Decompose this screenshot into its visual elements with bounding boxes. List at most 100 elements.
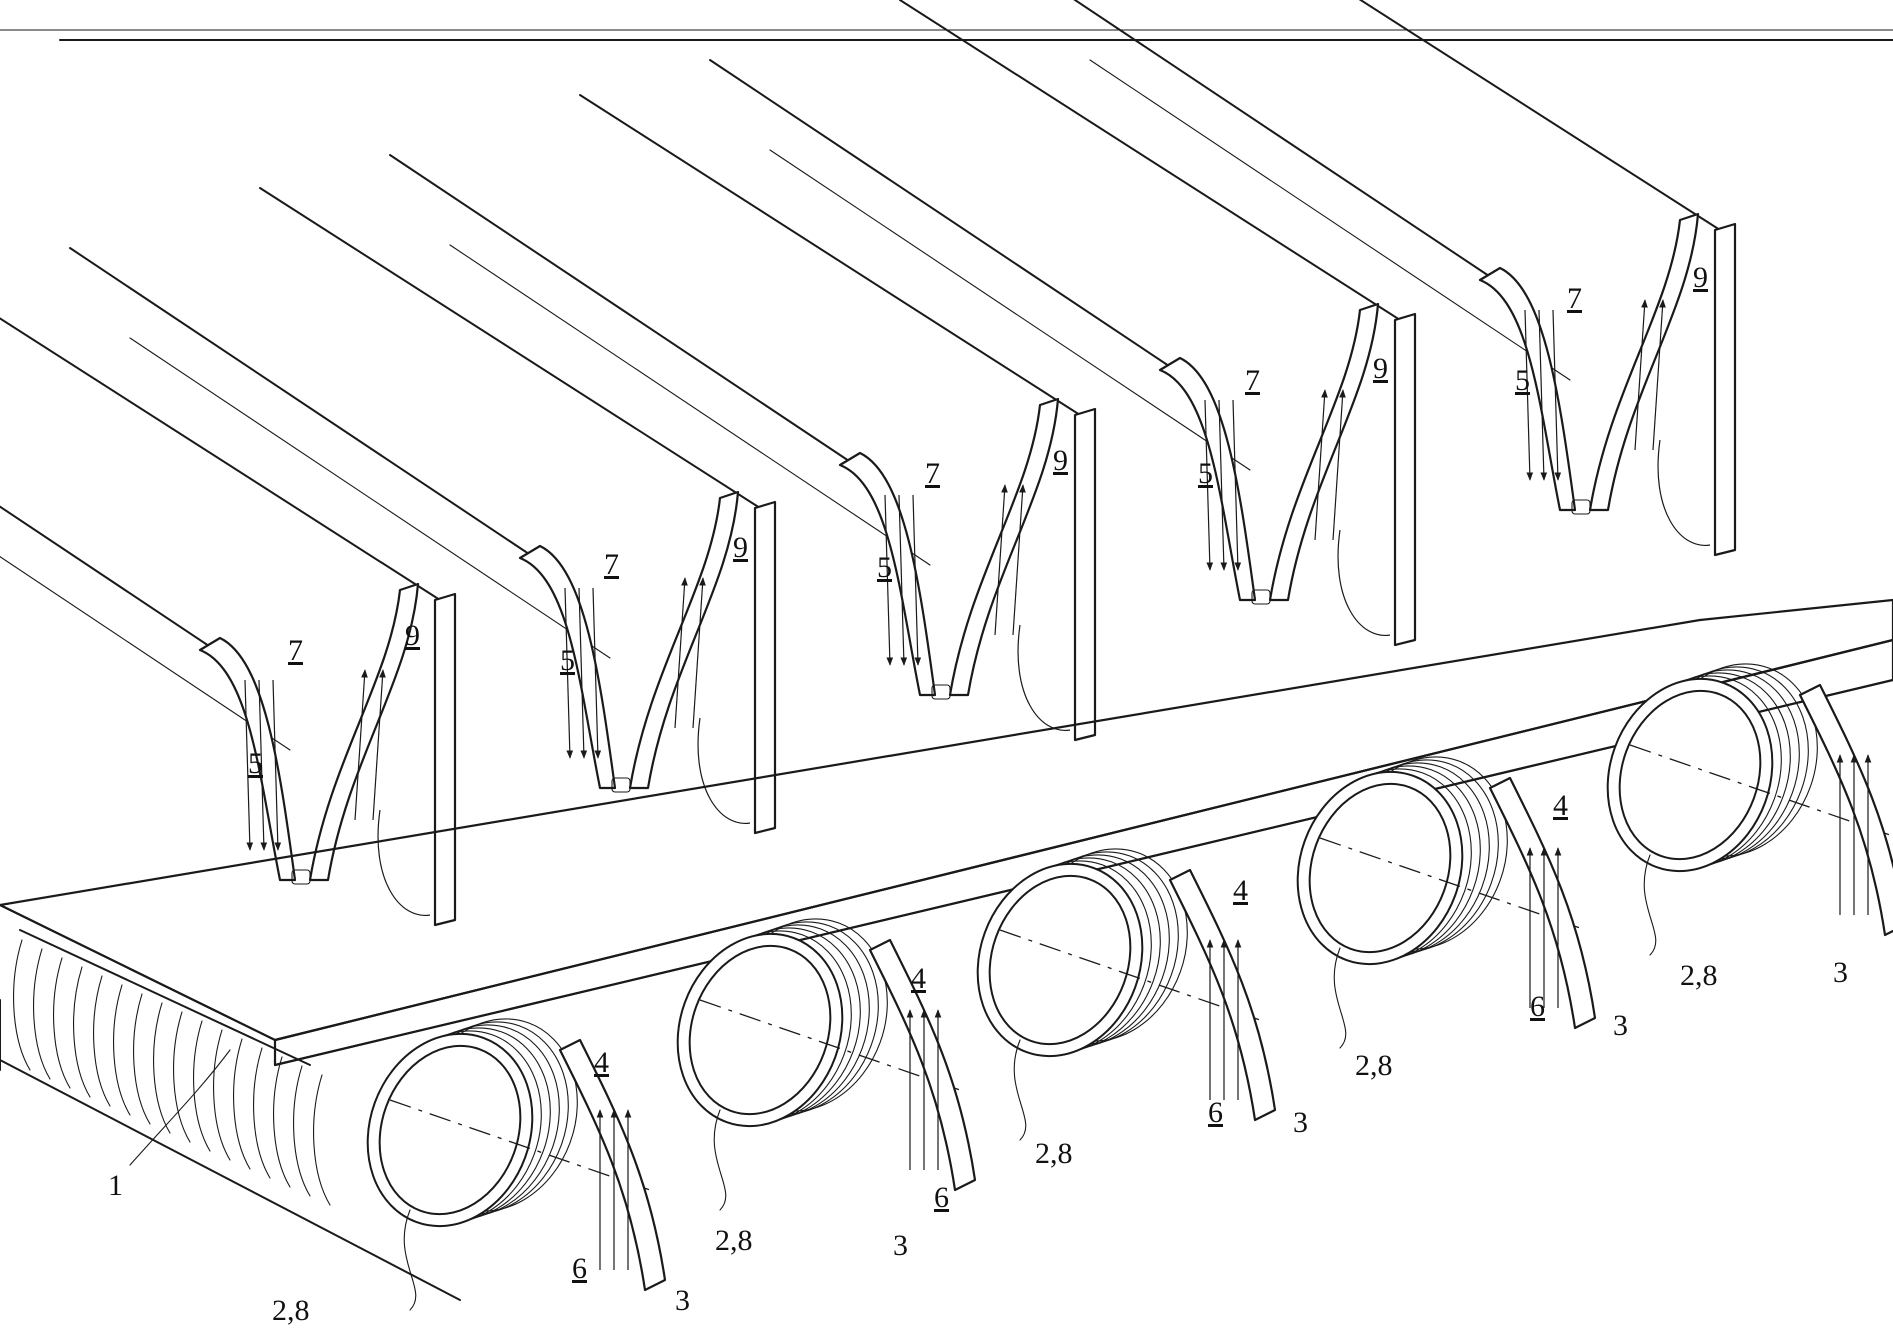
vertical-plate [433, 592, 457, 927]
fin-edge-right [0, 317, 441, 601]
fin-edge-inner [0, 556, 291, 751]
flow-loop [1337, 529, 1391, 636]
label-fin-lower-c: 3 [1293, 1106, 1308, 1139]
tube-4 [1296, 756, 1597, 1049]
label-base-tube: 1 [108, 1169, 123, 1202]
tube-outer-ring [676, 932, 844, 1128]
inflow-arrow [1524, 309, 1534, 481]
label-fin-upper-e: 5 [1515, 364, 1530, 397]
fin-five [518, 544, 617, 790]
label-tube-coil-d: 2,8 [1355, 1049, 1393, 1082]
tube-inner-ring [1308, 782, 1452, 954]
fin-pair-1 [0, 317, 457, 927]
fin-edge-inner [449, 244, 931, 566]
outlet-slot [291, 869, 311, 885]
label-channel-lower-b: 4 [911, 962, 926, 995]
fin-nine [628, 490, 740, 790]
outlet-slot [1251, 589, 1271, 605]
inflow-arrow [564, 587, 574, 759]
fin-pair-5 [1073, 0, 1737, 557]
label-outflow-b: 9 [733, 531, 748, 564]
inflow-arrow [898, 494, 908, 666]
fin-edge-inner [769, 149, 1251, 471]
upper-plates-background [0, 29, 1893, 41]
label-outflow-c: 9 [1053, 444, 1068, 477]
outlet-slot [931, 684, 951, 700]
tube-outer-ring [1606, 677, 1774, 873]
label-channel-lower-d: 4 [1553, 789, 1568, 822]
tube-1 [366, 1018, 667, 1311]
inflow-arrow [272, 679, 282, 851]
leader-line [1643, 854, 1657, 956]
label-channel-d: 6 [1530, 990, 1545, 1023]
lower-fin [1168, 868, 1277, 1122]
leader-line [1333, 947, 1347, 1049]
lower-tube-array [366, 663, 1893, 1311]
tube-axis [699, 999, 961, 1091]
label-fin-upper-d: 5 [1198, 457, 1213, 490]
inflow-arrow [1552, 309, 1562, 481]
fin-five [1158, 356, 1257, 602]
tube-axis [1629, 744, 1891, 836]
label-tube-coil-c: 2,8 [1035, 1137, 1073, 1170]
tube-ring [93, 975, 111, 1107]
fin-edge-right [259, 187, 761, 509]
tube-ring [213, 1029, 231, 1161]
vertical-plate [1713, 222, 1737, 557]
label-tube-coil-a: 2,8 [272, 1294, 310, 1327]
outflow-arrow [674, 577, 688, 729]
tube-inner-ring [688, 944, 832, 1116]
fin-pair-2 [69, 187, 777, 835]
inflow-arrow [1232, 399, 1242, 571]
flow-loop [697, 717, 751, 824]
label-fin-upper-a: 5 [248, 747, 263, 780]
fin-edge-right [899, 0, 1401, 321]
tube-3 [976, 848, 1277, 1141]
fin-edge-right [579, 94, 1081, 416]
label-inflow-b: 7 [604, 548, 619, 581]
fin-five [198, 636, 297, 882]
fin-nine [948, 397, 1060, 697]
label-channel-lower-c: 4 [1233, 874, 1248, 907]
inflow-arrow [912, 494, 922, 666]
fin-edge-left [1073, 0, 1511, 291]
reference-labels: 1 2,8 2,8 2,8 2,8 2,8 3 3 3 3 3 4 4 4 4 … [108, 261, 1848, 1327]
leader-line [713, 1109, 727, 1211]
fin-pair-4 [709, 0, 1417, 647]
base-tube [0, 929, 461, 1301]
tube-ring [293, 1065, 311, 1197]
label-fin-upper-c: 5 [877, 551, 892, 584]
flow-loop [1017, 624, 1071, 731]
fin-nine [1268, 302, 1380, 602]
fin-edge-right [1358, 0, 1721, 231]
vertical-plate [1393, 312, 1417, 647]
fin-five [838, 451, 937, 697]
label-fin-lower-b: 3 [893, 1229, 908, 1262]
fin-nine [308, 582, 420, 882]
label-inflow-e: 7 [1567, 282, 1582, 315]
fin-edge-inner [129, 337, 611, 659]
flow-loop [377, 809, 431, 916]
inflow-arrow [244, 679, 254, 851]
inflow-arrow [578, 587, 588, 759]
fin-edge-left [0, 505, 231, 661]
tube-outer-ring [366, 1032, 534, 1228]
tube-outer-ring [976, 862, 1144, 1058]
label-fin-upper-b: 5 [560, 644, 575, 677]
inflow-arrow [1218, 399, 1228, 571]
label-channel-lower-a: 4 [594, 1046, 609, 1079]
outflow-arrow [354, 669, 368, 821]
outflow-arrow [994, 484, 1008, 636]
tube-inner-ring [1618, 689, 1762, 861]
leader-line-base [129, 1049, 231, 1166]
tube-ring [13, 939, 31, 1071]
lower-fin [1488, 776, 1597, 1030]
tube-ring [233, 1038, 251, 1170]
tube-ring [253, 1047, 271, 1179]
outflow-arrow [1634, 299, 1648, 451]
label-outflow-e: 9 [1693, 261, 1708, 294]
outflow-arrow [1314, 389, 1328, 541]
label-channel-b: 6 [934, 1181, 949, 1214]
lower-fin [868, 938, 977, 1192]
